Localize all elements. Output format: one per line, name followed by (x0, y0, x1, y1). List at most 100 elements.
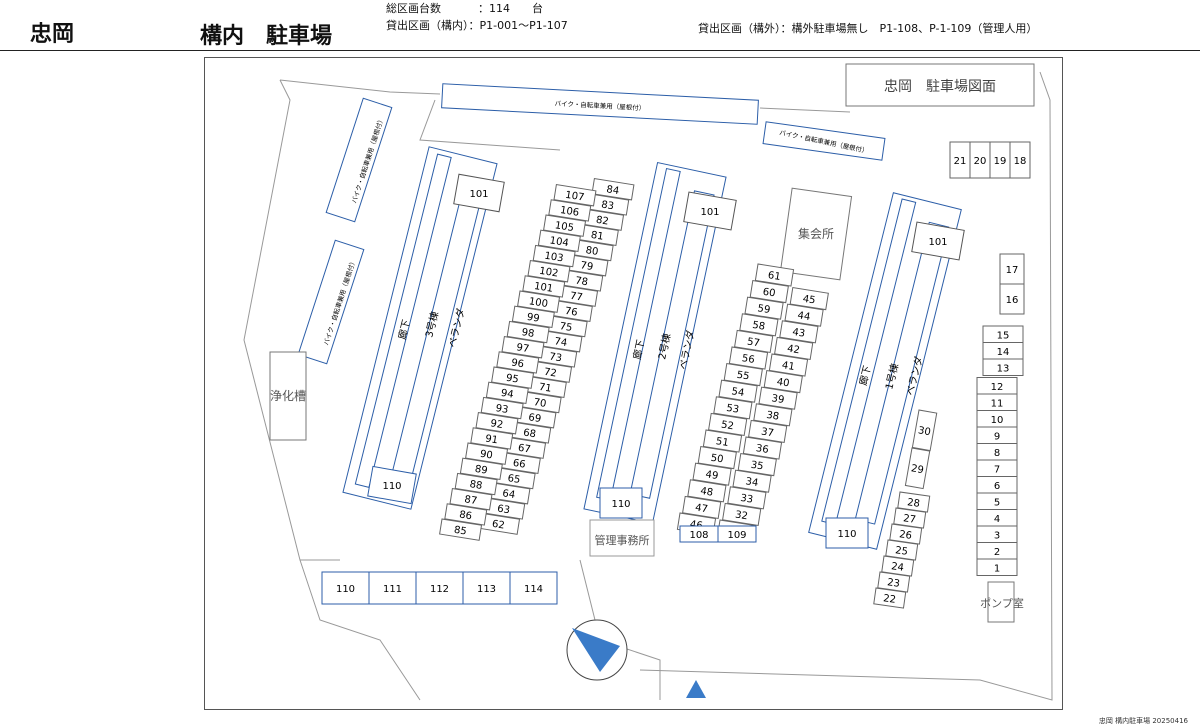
meeting-hall (779, 187, 853, 281)
parking-spot-label: 73 (548, 351, 562, 364)
b2-room-110 (599, 487, 643, 519)
parking-spot-label: 12 (991, 382, 1004, 393)
parking-spot-label: 1 (994, 563, 1000, 574)
parking-spot-7: 7 (976, 459, 1018, 477)
parking-spot-108: 108 (679, 525, 719, 543)
parking-spot-88: 88 (454, 472, 498, 496)
parking-spot-84: 84 (591, 178, 635, 201)
parking-spot-label: 107 (564, 190, 585, 204)
parking-spot-label: 59 (757, 303, 771, 316)
parking-spot-36: 36 (742, 436, 783, 460)
parking-spot-label: 2 (994, 547, 1000, 558)
parking-spot-11: 11 (976, 393, 1018, 411)
parking-spot-label: 112 (430, 584, 449, 595)
parking-spot-71: 71 (523, 375, 567, 399)
parking-spot-20: 20 (969, 141, 991, 179)
parking-spot-label: 100 (528, 296, 549, 310)
parking-spot-label: 74 (554, 336, 568, 349)
parking-spot-41: 41 (768, 353, 809, 377)
parking-spot-label: 79 (580, 260, 594, 273)
parking-spot-label: 110 (336, 584, 355, 595)
parking-spot-label: 28 (906, 497, 920, 510)
parking-spot-label: 88 (469, 479, 483, 492)
parking-spot-34: 34 (732, 469, 772, 493)
parking-spot-14: 14 (982, 342, 1024, 360)
parking-spot-label: 63 (496, 503, 510, 516)
b2-room-101 (683, 191, 737, 231)
parking-spot-label: 41 (781, 360, 795, 373)
management-office (589, 519, 655, 557)
bike-shelter-left1 (325, 97, 393, 223)
parking-spot-8: 8 (976, 443, 1018, 461)
parking-spot-label: 18 (1014, 156, 1027, 167)
parking-spot-label: 11 (991, 398, 1004, 409)
parking-spot-label: 69 (528, 412, 542, 425)
parking-spot-label: 45 (802, 294, 816, 307)
parking-spot-85: 85 (439, 518, 483, 541)
parking-spot-label: 96 (510, 357, 524, 370)
parking-spot-label: 62 (491, 519, 505, 532)
parking-spot-label: 36 (755, 443, 769, 456)
parking-spot-label: 22 (882, 593, 896, 606)
parking-spot-38: 38 (753, 403, 793, 427)
compass-icon (566, 619, 628, 681)
parking-spot-label: 101 (533, 281, 554, 295)
parking-spot-label: 114 (524, 584, 543, 595)
parking-spot-58: 58 (739, 313, 779, 337)
parking-spot-37: 37 (748, 419, 788, 443)
parking-spot-label: 40 (776, 377, 790, 390)
parking-spot-1: 1 (976, 558, 1018, 576)
pump-room-label: ポンプ室 (980, 596, 1024, 610)
bike-shelter-right (762, 121, 886, 161)
header-divider (0, 50, 1200, 51)
parking-spot-94: 94 (485, 381, 529, 405)
parking-spot-label: 38 (765, 410, 779, 423)
parking-spot-label: 33 (739, 493, 753, 506)
parking-spot-57: 57 (734, 329, 774, 353)
header-area: 忠岡 (30, 22, 75, 47)
parking-spot-label: 5 (994, 497, 1000, 508)
parking-spot-label: 105 (554, 220, 575, 234)
parking-spot-label: 86 (458, 509, 472, 522)
parking-spot-65: 65 (492, 466, 536, 490)
bike-shelter-top (441, 83, 759, 125)
parking-spot-label: 92 (490, 418, 504, 431)
parking-spot-81: 81 (575, 223, 619, 247)
site-outline (243, 71, 1053, 701)
parking-spot-56: 56 (728, 346, 769, 370)
parking-spot-47: 47 (682, 495, 722, 519)
parking-spot-label: 97 (516, 342, 530, 355)
parking-spot-label: 81 (590, 230, 604, 243)
parking-spot-22: 22 (873, 587, 907, 609)
parking-spot-64: 64 (487, 482, 531, 505)
parking-spot-label: 65 (507, 473, 521, 486)
parking-spot-110: 110 (321, 571, 370, 605)
parking-spot-label: 6 (994, 481, 1000, 492)
parking-spot-105: 105 (543, 214, 587, 237)
parking-spot-label: 64 (502, 488, 516, 501)
pump-room (987, 581, 1015, 623)
parking-spot-86: 86 (444, 503, 488, 526)
parking-spot-label: 49 (705, 469, 719, 482)
parking-spot-label: 16 (1006, 295, 1019, 306)
parking-spot-label: 17 (1006, 265, 1019, 276)
footer-caption: 忠岡 構内駐車場 20250416 (1098, 717, 1188, 725)
parking-spot-15: 15 (982, 325, 1024, 343)
b1-room-101-label: 101 (928, 237, 947, 248)
b1-room-101 (911, 221, 965, 261)
parking-spot-label: 54 (731, 386, 745, 399)
parking-spot-label: 98 (521, 327, 535, 340)
parking-spot-label: 30 (917, 425, 931, 438)
parking-spot-label: 34 (745, 476, 759, 489)
parking-spot-55: 55 (723, 363, 763, 387)
parking-spot-32: 32 (722, 502, 762, 526)
parking-spot-label: 70 (533, 397, 547, 410)
parking-spot-label: 68 (522, 427, 536, 440)
parking-spot-label: 66 (512, 458, 526, 471)
parking-spot-111: 111 (368, 571, 417, 605)
parking-spot-label: 52 (720, 419, 734, 432)
parking-spot-114: 114 (509, 571, 558, 605)
parking-spot-19: 19 (989, 141, 1011, 179)
parking-spot-label: 29 (910, 463, 924, 476)
